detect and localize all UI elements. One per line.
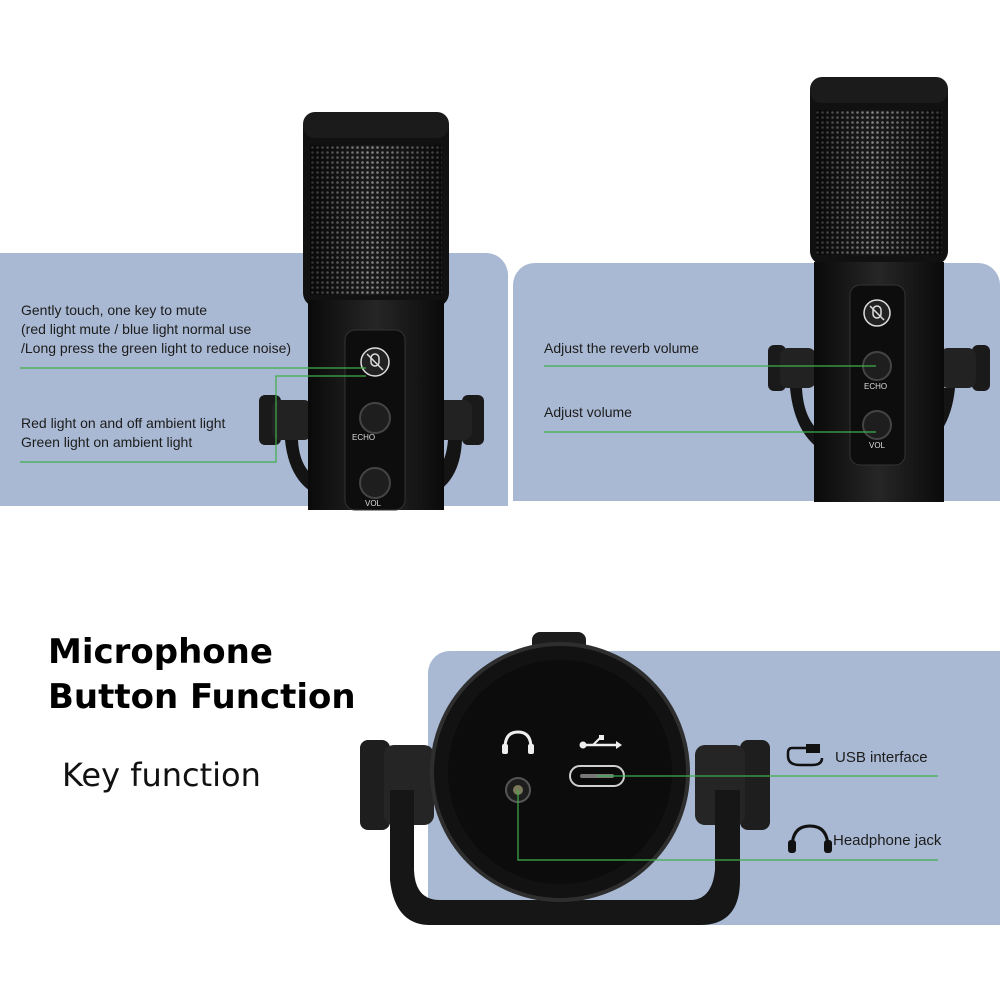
usb-interface-label: USB interface: [835, 749, 928, 766]
usb-cable-icon: [786, 744, 824, 767]
light-description-line2: Green light on ambient light: [21, 434, 193, 450]
bottom-microphone: [360, 632, 770, 925]
mute-description-line3: /Long press the green light to reduce no…: [21, 340, 292, 356]
right-microphone: [768, 77, 990, 502]
headphone-icon: [788, 824, 832, 853]
echo-button-label-left: ECHO: [352, 433, 376, 442]
left-microphone: [259, 112, 484, 511]
heading-line2: Button Function: [48, 677, 356, 717]
heading-line1: Microphone: [48, 632, 273, 672]
light-description-line1: Red light on and off ambient light: [21, 415, 226, 431]
vol-button-label-right: VOL: [869, 441, 886, 450]
key-function-subheading: Key function: [62, 756, 261, 794]
headphone-jack-label: Headphone jack: [833, 832, 942, 849]
volume-label: Adjust volume: [544, 404, 632, 420]
mute-description-line2: (red light mute / blue light normal use: [21, 321, 252, 337]
mute-description-line1: Gently touch, one key to mute: [21, 302, 207, 318]
reverb-volume-label: Adjust the reverb volume: [544, 340, 699, 356]
callout-lines: [20, 365, 938, 861]
echo-button-label-right: ECHO: [864, 382, 888, 391]
vol-button-label-left: VOL: [365, 499, 382, 508]
